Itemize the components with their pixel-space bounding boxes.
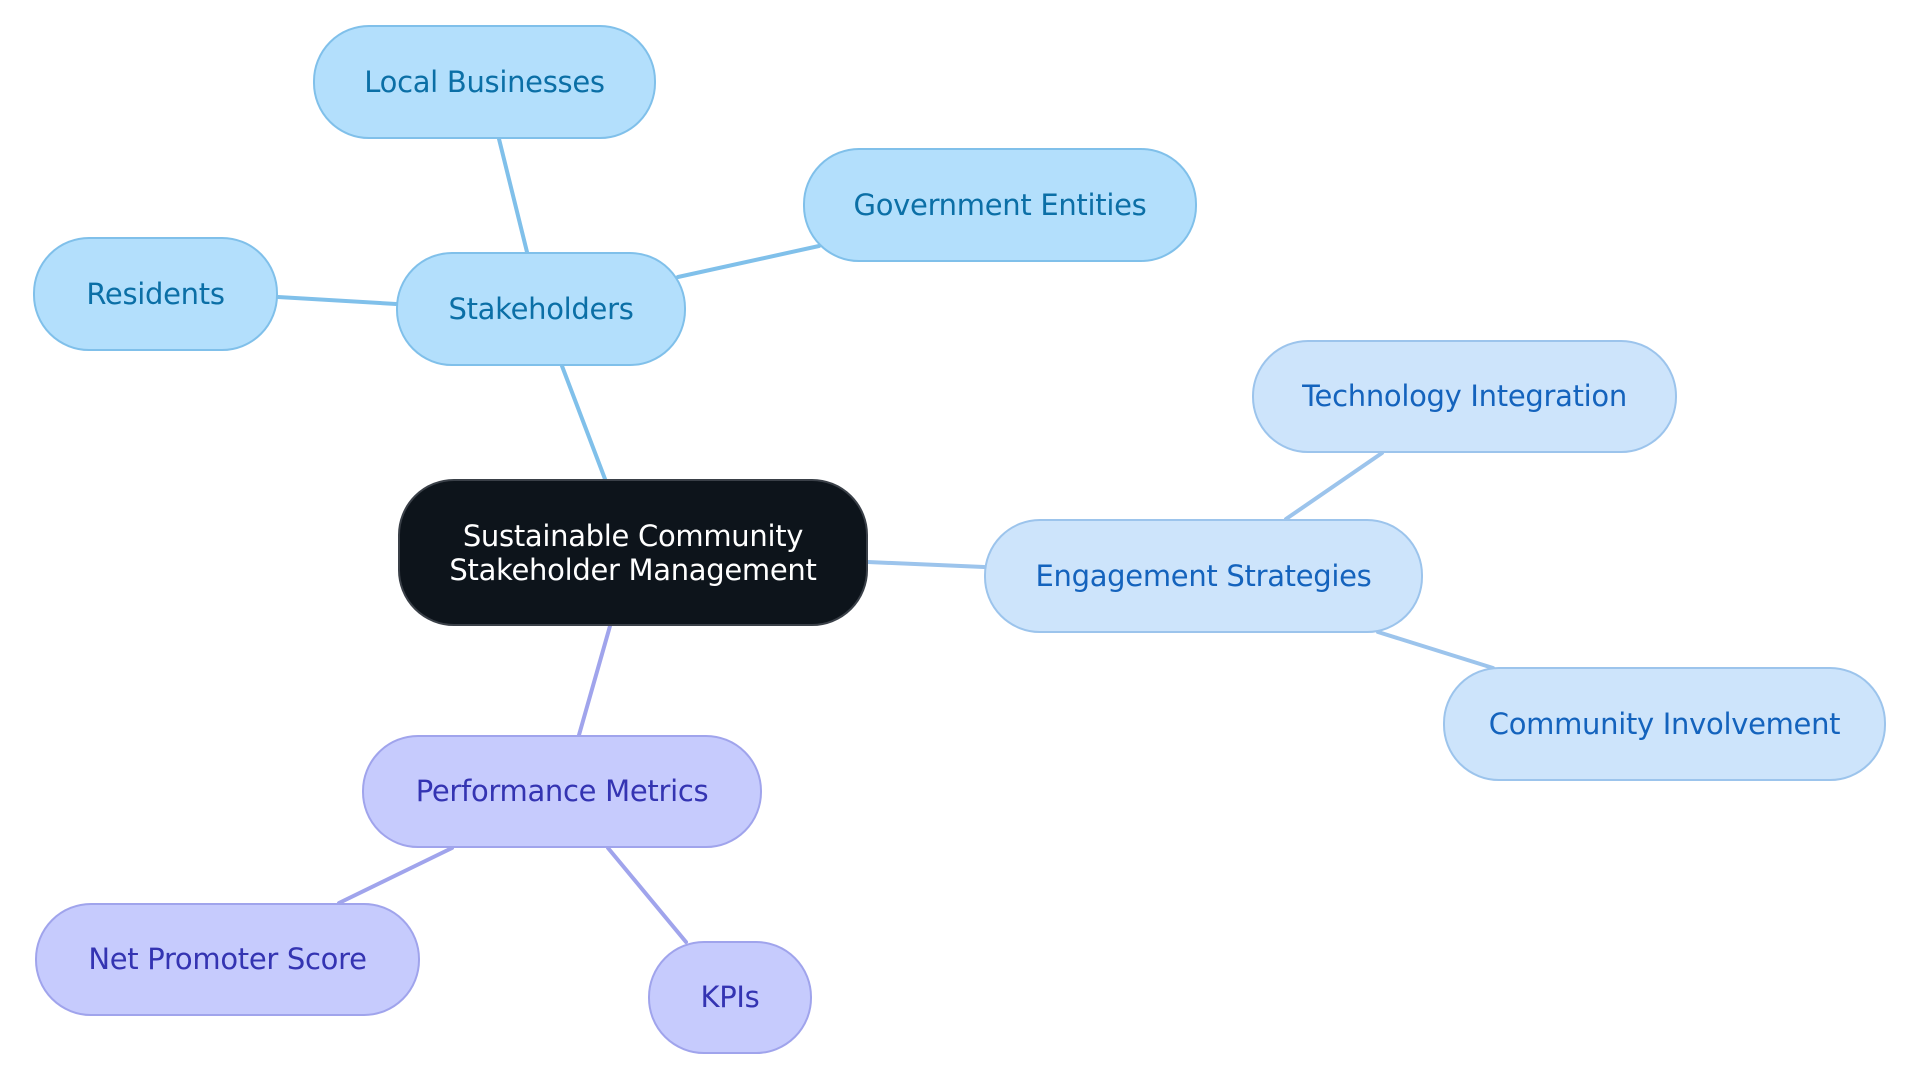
- node-residents-label: Residents: [86, 276, 225, 311]
- edge-stakeholders-government: [676, 244, 821, 279]
- node-kpis-label: KPIs: [700, 980, 760, 1015]
- edge-stakeholders-local-businesses: [497, 137, 529, 254]
- root-label-line-1: Sustainable Community: [462, 518, 804, 553]
- node-engagement-strategies[interactable]: Engagement Strategies: [984, 519, 1423, 633]
- edge-engagement-community: [1376, 630, 1495, 670]
- node-kpis[interactable]: KPIs: [648, 941, 812, 1054]
- root-node[interactable]: Sustainable Community Stakeholder Manage…: [398, 479, 868, 626]
- node-engagement-strategies-label: Engagement Strategies: [1035, 558, 1372, 593]
- node-local-businesses-label: Local Businesses: [364, 64, 605, 99]
- node-government-entities[interactable]: Government Entities: [803, 148, 1197, 262]
- node-net-promoter-score[interactable]: Net Promoter Score: [35, 903, 420, 1016]
- node-government-entities-label: Government Entities: [853, 187, 1147, 222]
- edge-root-stakeholders: [560, 364, 607, 481]
- edge-root-performance: [577, 624, 612, 737]
- node-community-involvement-label: Community Involvement: [1488, 706, 1841, 741]
- node-net-promoter-score-label: Net Promoter Score: [88, 942, 367, 977]
- edge-stakeholders-residents: [276, 295, 398, 306]
- edge-performance-kpis: [606, 846, 688, 944]
- node-local-businesses[interactable]: Local Businesses: [313, 25, 656, 139]
- node-performance-metrics-label: Performance Metrics: [415, 774, 709, 809]
- edge-performance-nps: [337, 846, 454, 905]
- node-technology-integration[interactable]: Technology Integration: [1252, 340, 1677, 453]
- node-stakeholders-label: Stakeholders: [448, 291, 634, 326]
- node-performance-metrics[interactable]: Performance Metrics: [362, 735, 762, 848]
- edge-engagement-technology: [1284, 451, 1384, 521]
- root-node-label: Sustainable Community Stakeholder Manage…: [449, 519, 816, 587]
- node-stakeholders[interactable]: Stakeholders: [396, 252, 686, 366]
- root-label-line-2: Stakeholder Management: [449, 552, 817, 587]
- edge-root-engagement: [866, 560, 986, 569]
- node-technology-integration-label: Technology Integration: [1302, 379, 1627, 414]
- node-residents[interactable]: Residents: [33, 237, 278, 351]
- node-community-involvement[interactable]: Community Involvement: [1443, 667, 1886, 781]
